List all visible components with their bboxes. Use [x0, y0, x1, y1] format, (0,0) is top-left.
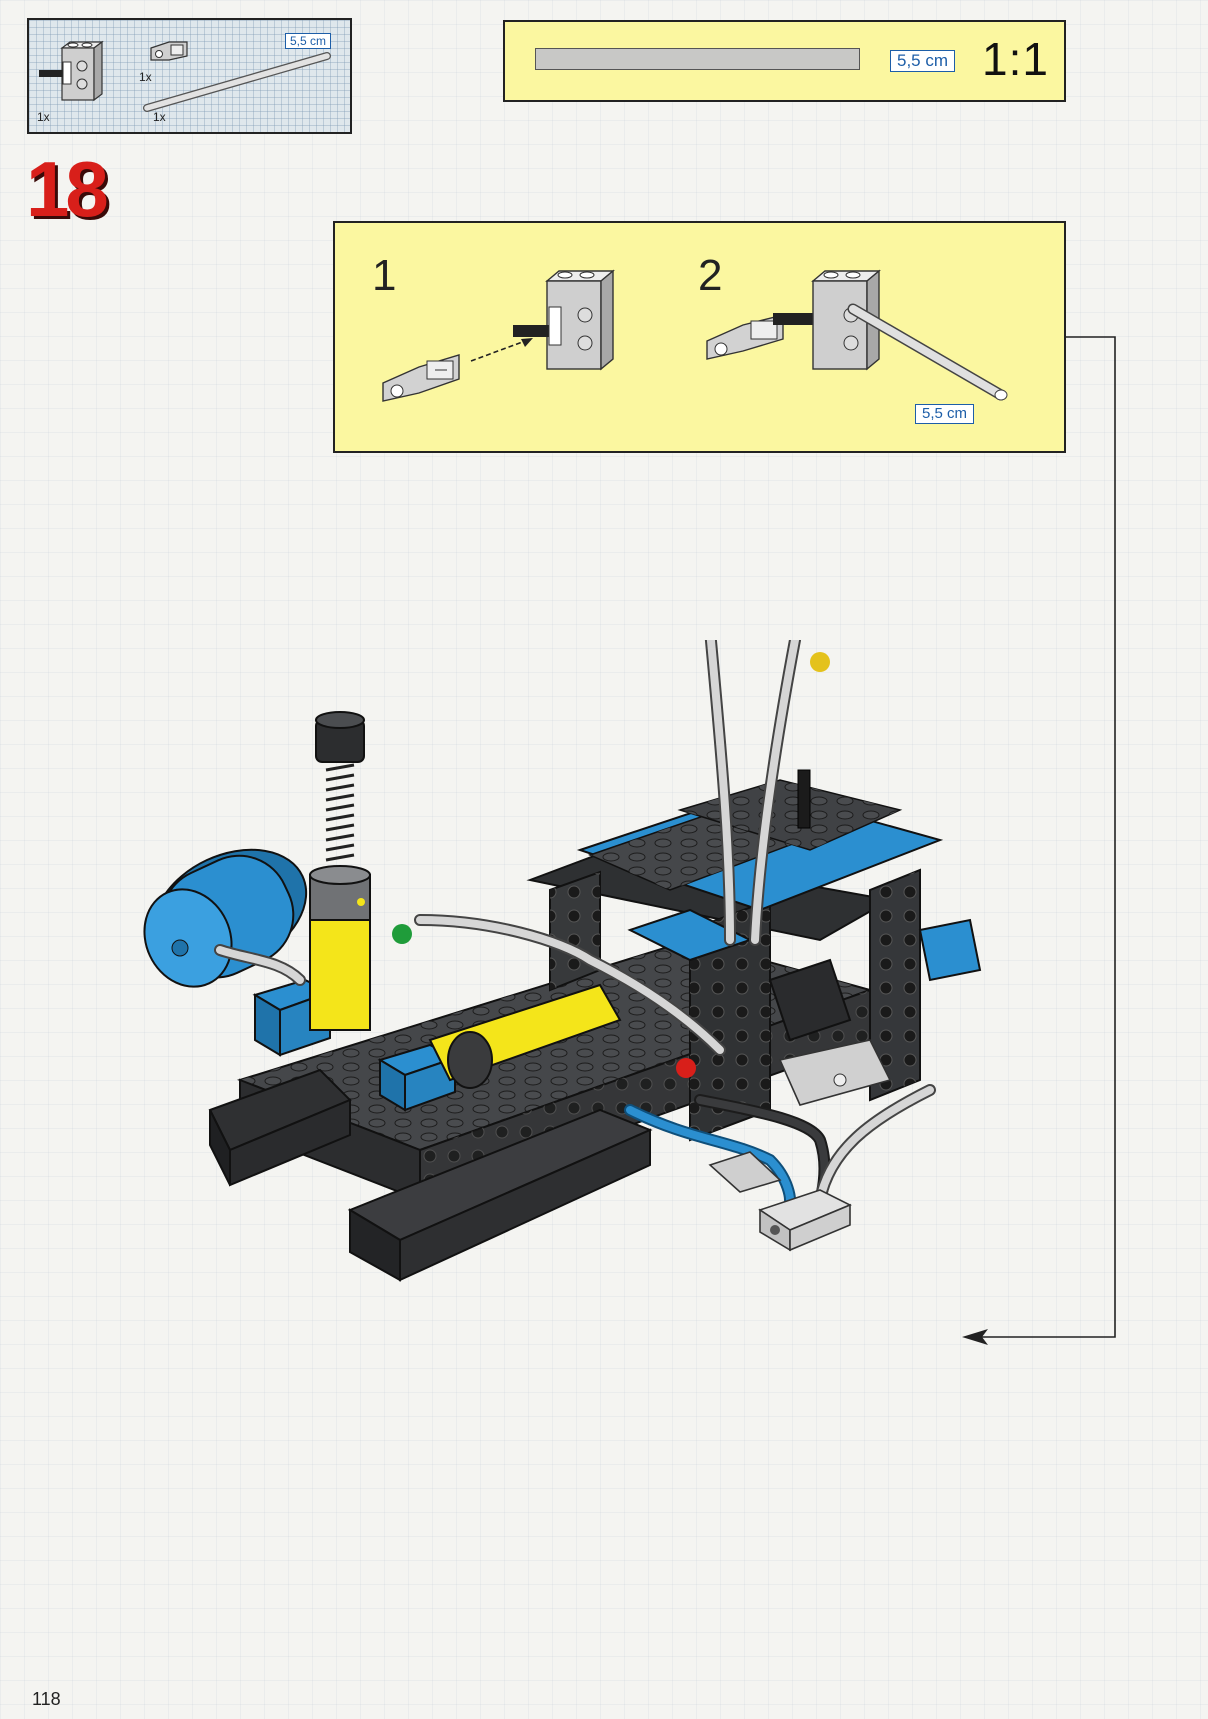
page-number: 118	[32, 1689, 61, 1709]
arrow-head-icon	[521, 338, 533, 347]
qty-label: 1x	[37, 110, 50, 124]
hose-marker-green-icon	[392, 924, 412, 944]
sub-step-number-2: 2	[698, 251, 723, 300]
scale-reference-box: 5,5 cm 1:1	[503, 20, 1066, 102]
pneumatic-hose-icon	[847, 303, 1008, 401]
sub-step-number-1: 1	[372, 251, 397, 300]
parts-list-box: 1x 1x 5,5 cm 1x	[27, 18, 352, 134]
pneumatic-pump	[309, 711, 371, 1031]
hose-scale-bar	[535, 48, 860, 70]
sub-step-1-illustration	[382, 269, 615, 402]
main-model-illustration	[143, 640, 982, 1282]
technic-brick-with-axle-icon	[513, 269, 615, 371]
qty-label: 1x	[153, 110, 166, 124]
pneumatic-hoses	[214, 640, 936, 1206]
hose-marker-red-icon	[676, 1058, 696, 1078]
air-tank	[143, 848, 308, 988]
step-number: 18	[26, 145, 109, 233]
pin-connector-icon	[382, 354, 460, 402]
pin-connector-icon	[706, 314, 784, 360]
sub-step-2-illustration	[706, 269, 1008, 401]
pneumatic-cylinder	[428, 983, 622, 1089]
hose-length-label: 5,5 cm	[285, 33, 332, 49]
hose-marker-yellow-icon	[810, 652, 830, 672]
scale-length-label: 5,5 cm	[890, 50, 956, 72]
scale-ratio: 1:1	[982, 33, 1049, 85]
sub-step-2-length-label: 5,5 cm	[915, 404, 975, 424]
grey-technic-brick	[778, 1039, 892, 1106]
connector-arrow-head-icon	[962, 1329, 988, 1345]
sub-assembly-box: 1 2	[333, 221, 1066, 453]
pneumatic-hose-icon	[143, 52, 331, 112]
pin-connector-icon	[150, 41, 188, 61]
pneumatic-t-piece	[708, 1151, 852, 1252]
technic-brick-with-axle-icon	[39, 40, 104, 102]
qty-label: 1x	[139, 70, 152, 84]
insert-arrow	[470, 340, 526, 362]
